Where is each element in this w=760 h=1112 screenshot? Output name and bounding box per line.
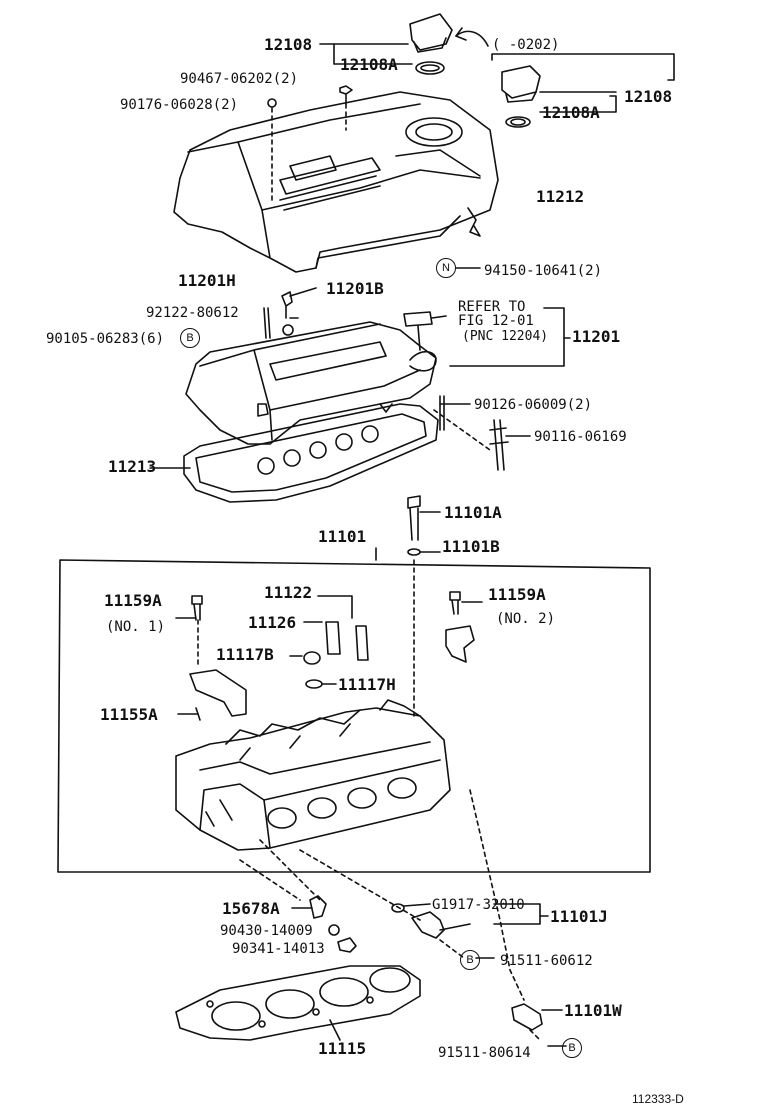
label-12108-right: 12108 — [624, 87, 673, 106]
label-g1917: G1917-32010 — [432, 897, 525, 913]
label-92122: 92122-80612 — [146, 305, 239, 321]
label-11117b: 11117B — [216, 645, 274, 664]
label-90176: 90176-06028(2) — [120, 97, 239, 113]
label-90341: 90341-14013 — [232, 941, 325, 957]
engine-cover-illustration — [173, 91, 499, 273]
label-91511-80614: 91511-80614 — [438, 1045, 531, 1061]
cylinder-head-cover-illustration — [185, 321, 437, 445]
drawing-number: 112333-D — [632, 1092, 684, 1106]
label-12108-top: 12108 — [264, 35, 313, 54]
oil-filler-cap-alt-illustration — [501, 65, 541, 128]
label-90116: 90116-06169 — [534, 429, 627, 445]
label-90105: 90105-06283(6) — [46, 331, 165, 347]
label-11101b: 11101B — [442, 537, 500, 556]
label-15678a: 15678A — [222, 899, 280, 918]
label-11155a: 11155A — [100, 705, 158, 724]
cylinder-head-illustration — [175, 699, 451, 851]
label-94150: 94150-10641(2) — [484, 263, 603, 279]
marker-b-1: B — [180, 328, 200, 348]
cylinder-head-frame — [57, 559, 651, 873]
oil-filler-cap-illustration — [409, 13, 453, 75]
label-refer-line-2: FIG 12-01 — [458, 313, 534, 329]
label-11201b: 11201B — [326, 279, 384, 298]
label-no-1: (NO. 1) — [106, 619, 166, 635]
label-12108a-right: 12108A — [542, 103, 600, 122]
label-11101a: 11101A — [444, 503, 502, 522]
label-11117h: 11117H — [338, 675, 396, 694]
label-11201: 11201 — [572, 327, 621, 346]
head-cover-gasket-illustration — [183, 403, 439, 503]
label-12108a-top: 12108A — [340, 55, 398, 74]
label-11101w: 11101W — [564, 1001, 622, 1020]
marker-b-2: B — [460, 950, 480, 970]
label-refer-line-1: REFER TO — [458, 299, 526, 315]
head-gasket-illustration — [175, 965, 421, 1041]
label-11201h: 11201H — [178, 271, 236, 290]
label-90467: 90467-06202(2) — [180, 71, 299, 87]
replacement-arrow — [455, 30, 489, 47]
label-11212: 11212 — [536, 187, 585, 206]
label-11213: 11213 — [108, 457, 157, 476]
label-11101: 11101 — [318, 527, 367, 546]
label-11126: 11126 — [248, 613, 297, 632]
label-11159a-no2: 11159A — [488, 585, 546, 604]
label-refer-line-3: (PNC 12204) — [462, 329, 549, 344]
label-11101j: 11101J — [550, 907, 608, 926]
marker-n: N — [436, 258, 456, 278]
label-11122: 11122 — [264, 583, 313, 602]
label-90126: 90126-06009(2) — [474, 397, 593, 413]
marker-b-3: B — [562, 1038, 582, 1058]
label-91511-60612: 91511-60612 — [500, 953, 593, 969]
label-range-note: ( -0202) — [492, 37, 560, 53]
label-no-2: (NO. 2) — [496, 611, 556, 627]
label-11115: 11115 — [318, 1039, 367, 1058]
label-90430: 90430-14009 — [220, 923, 313, 939]
label-11159a-no1: 11159A — [104, 591, 162, 610]
